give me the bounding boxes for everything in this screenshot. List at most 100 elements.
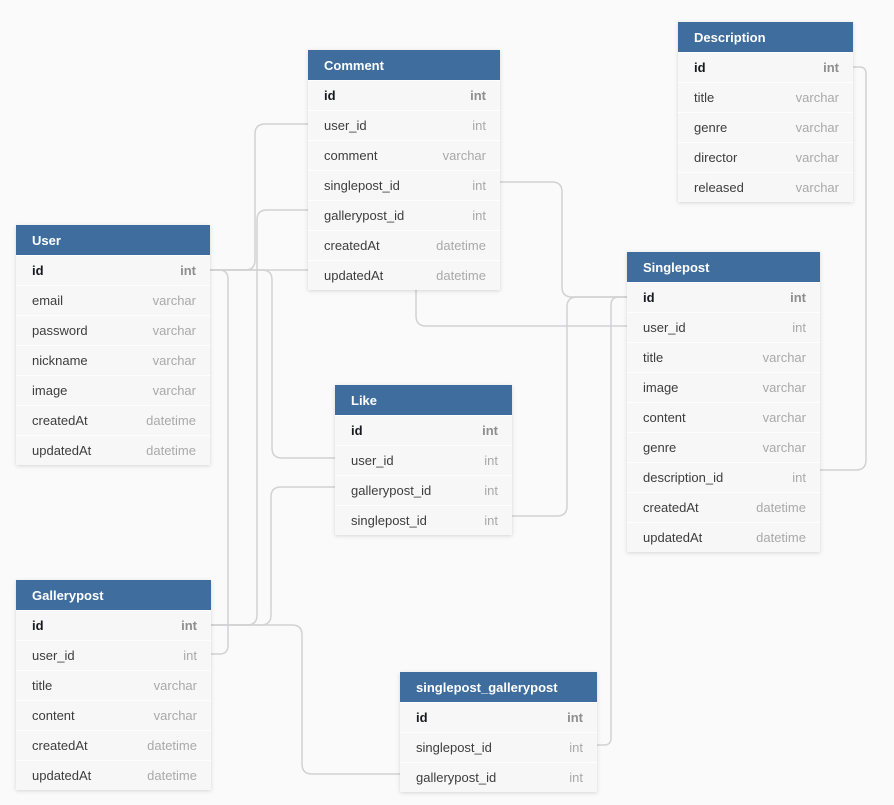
table-header-user[interactable]: User [16,225,210,255]
table-title-like: Like [351,392,378,408]
field-type: int [484,453,498,468]
field-row-gallerypost-id[interactable]: id int [16,610,211,640]
field-name: updatedAt [32,443,92,458]
table-header-singlepost-gallerypost[interactable]: singlepost_gallerypost [400,672,597,702]
relation-comment-user-id-user-id [210,123,308,271]
field-row-gallerypost-createdat[interactable]: createdAt datetime [16,730,211,760]
table-title-singlepost-gallerypost: singlepost_gallerypost [416,679,558,695]
field-type: int [567,710,583,725]
field-name: id [351,423,363,438]
table-header-comment[interactable]: Comment [308,50,500,80]
field-name: gallerypost_id [416,770,497,785]
field-type: int [792,320,806,335]
field-name: gallerypost_id [351,483,432,498]
field-type: varchar [762,410,806,425]
field-name: id [643,290,655,305]
field-name: genre [694,120,728,135]
field-type: int [484,513,498,528]
field-name: released [694,180,744,195]
field-type: varchar [795,150,839,165]
field-row-singlepost-user-id[interactable]: user_id int [627,312,820,342]
field-name: id [32,618,44,633]
table-header-description[interactable]: Description [678,22,853,52]
relation-singlepost-description-id-description-id [820,66,867,471]
relation-like-user-id-user-id [210,269,335,459]
field-name: id [32,263,44,278]
field-type: int [790,290,806,305]
field-row-singlepost-content[interactable]: content varchar [627,402,820,432]
field-type: int [792,470,806,485]
field-name: comment [324,148,378,163]
field-name: createdAt [643,500,699,515]
field-name: title [32,678,53,693]
field-name: content [643,410,686,425]
field-name: image [643,380,679,395]
field-name: user_id [643,320,686,335]
field-row-like-singlepost-id[interactable]: singlepost_id int [335,505,512,535]
field-name: title [643,350,664,365]
field-name: createdAt [32,738,88,753]
table-header-gallerypost[interactable]: Gallerypost [16,580,211,610]
field-type: datetime [436,268,486,283]
field-name: singlepost_id [351,513,427,528]
field-name: image [32,383,68,398]
table-header-like[interactable]: Like [335,385,512,415]
field-type: datetime [147,738,197,753]
relation-comment-singlepost-id-singlepost-id [500,181,627,298]
field-type: datetime [436,238,486,253]
field-type: int [181,618,197,633]
field-name: password [32,323,88,338]
field-type: int [472,178,486,193]
table-header-singlepost[interactable]: Singlepost [627,252,820,282]
field-name: gallerypost_id [324,208,405,223]
field-name: user_id [324,118,367,133]
relation-singlepost-gallerypost-singlepost-id-singlepost-id [597,296,627,746]
field-name: genre [643,440,677,455]
field-row-singlepost-id[interactable]: id int [627,282,820,312]
